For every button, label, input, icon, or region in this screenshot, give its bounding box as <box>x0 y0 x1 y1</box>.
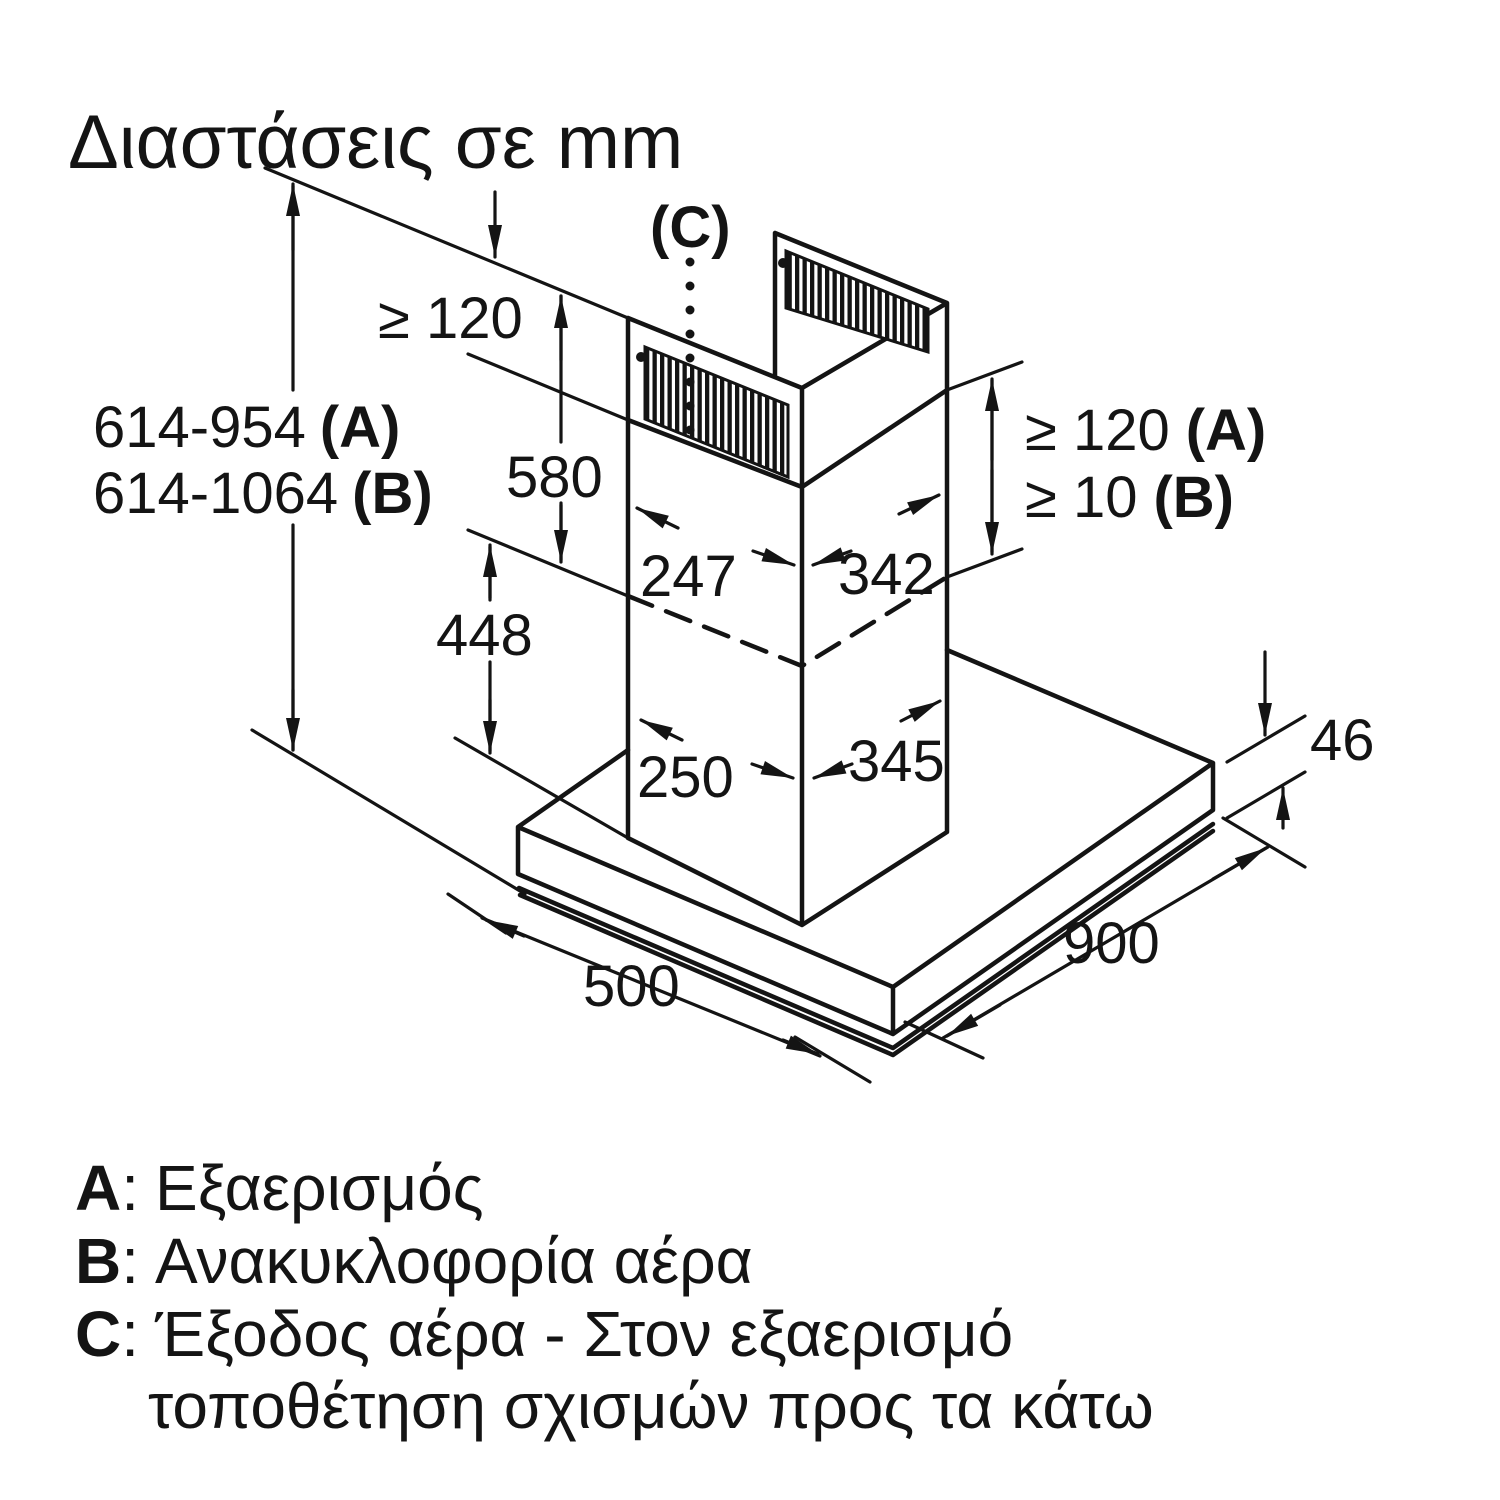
total-height-a-label: 614-954(A) <box>93 395 400 460</box>
chimney-telescopic-dashed-line <box>625 574 950 669</box>
arrow-right-icon <box>750 761 795 780</box>
outlet-c-indicator: (C) <box>650 195 731 447</box>
screw-hole-back <box>778 258 788 268</box>
canopy-depth-label: 500 <box>583 954 680 1019</box>
arrow-left-icon <box>639 718 684 742</box>
arrow-right-icon <box>1211 846 1268 881</box>
chimney-top-depth-label: 247 <box>640 544 737 609</box>
upper-chimney-label: 580 <box>506 445 603 510</box>
canopy-width-label: 900 <box>1063 911 1160 976</box>
dim-canopy-width: 900 <box>941 845 1270 1040</box>
dashed-level-extension-line <box>466 528 630 598</box>
chimney-bottom-extension-line <box>453 736 630 840</box>
hood-canopy <box>515 647 1216 1058</box>
arrow-right-icon <box>751 548 796 567</box>
overlap-extension-lines <box>945 360 1024 579</box>
dim-chimney-top-section: 247 342 <box>635 493 941 609</box>
screw-hole-front <box>636 352 646 362</box>
arrow-right-icon <box>781 1035 820 1056</box>
ceiling-clearance-label: ≥ 120 <box>378 286 523 351</box>
chimney-edges <box>625 230 950 928</box>
legend-item-c-line2: τοποθέτηση σχισμών προς τα κάτω <box>148 1370 1154 1442</box>
dim-upper-chimney: 580 <box>506 294 603 564</box>
front-vent-slats <box>643 344 790 480</box>
canopy-outline <box>515 647 1216 1037</box>
dim-line <box>480 916 822 1058</box>
height-46-ticks <box>1225 714 1307 820</box>
canopy-height-label: 46 <box>1310 708 1375 773</box>
hood-bottom-extension-line <box>250 728 527 896</box>
total-height-b-label: 614-1064(B) <box>93 461 433 526</box>
back-vent-slats <box>784 248 930 355</box>
legend: A:Εξαερισμός B:Ανακυκλοφορία αέρα C:Έξοδ… <box>75 1152 1154 1442</box>
arrow-right-icon <box>897 493 941 516</box>
legend-item-a: A:Εξαερισμός <box>75 1152 484 1224</box>
outlet-c-label: (C) <box>650 195 731 260</box>
chimney-bottom-depth-label: 250 <box>637 745 734 810</box>
legend-item-c: C:Έξοδος αέρα - Στον εξαερισμό <box>75 1298 1013 1370</box>
dim-chimney-bottom-section: 250 345 <box>637 699 945 810</box>
overlap-a-label: ≥ 120(A) <box>1025 398 1266 463</box>
page-title: Διαστάσεις σε mm <box>68 100 683 185</box>
dim-lower-chimney: 448 <box>436 543 533 755</box>
dim-ceiling-clearance: ≥ 120 <box>378 190 523 351</box>
width-900-ticks <box>903 816 1307 1060</box>
lower-chimney-label: 448 <box>436 603 533 668</box>
dim-canopy-height: 46 <box>1258 650 1375 830</box>
joint-extension-line <box>466 352 630 422</box>
arrow-left-icon <box>484 918 526 939</box>
dim-canopy-depth: 500 <box>480 916 822 1058</box>
arrow-left-icon <box>811 547 853 567</box>
overlap-b-label: ≥ 10(B) <box>1025 465 1234 530</box>
arrow-left-icon <box>945 1003 1002 1038</box>
canopy-filter-lip <box>516 821 1216 1058</box>
arrow-left-icon <box>635 506 680 530</box>
chimney-duct <box>625 230 950 928</box>
chimney-top-width-label: 342 <box>838 542 935 607</box>
dim-overlap: ≥ 120(A) ≥ 10(B) <box>985 377 1266 556</box>
ceiling-extension-line <box>263 166 630 320</box>
legend-item-b: B:Ανακυκλοφορία αέρα <box>75 1225 753 1297</box>
dim-total-height: 614-954(A) 614-1064(B) <box>93 182 433 752</box>
arrow-left-icon <box>812 760 854 780</box>
arrow-right-icon <box>899 699 942 723</box>
chimney-bottom-width-label: 345 <box>848 729 945 794</box>
